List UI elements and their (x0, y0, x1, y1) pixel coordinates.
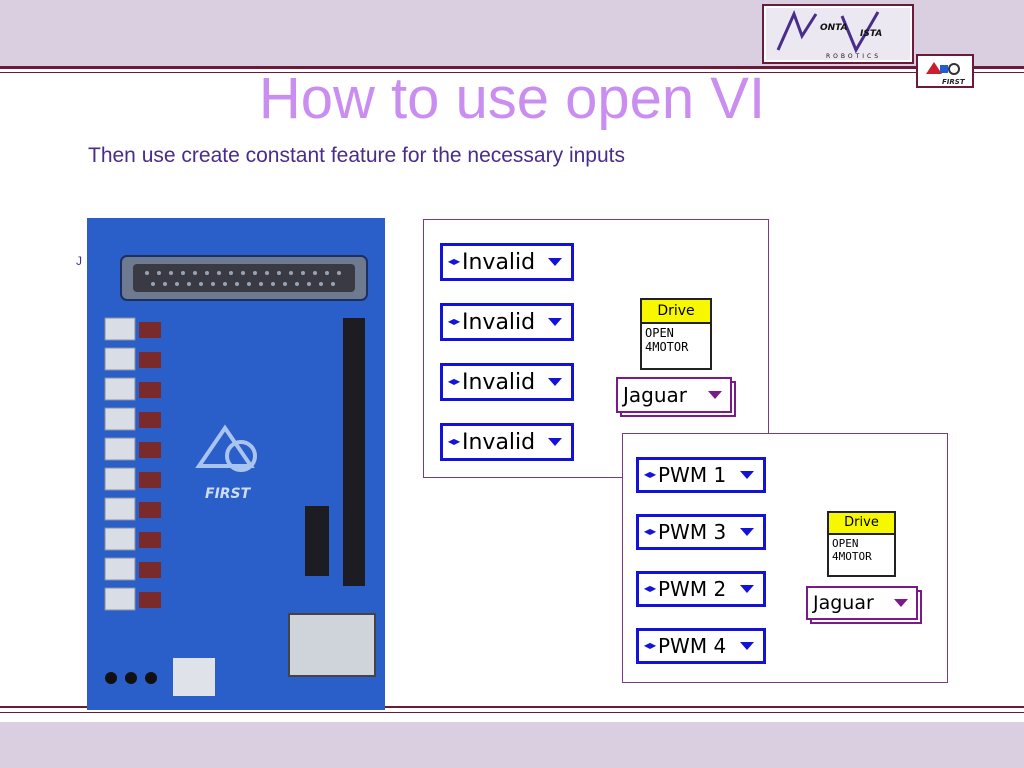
motor-input-constant-3[interactable]: ◀▶ Invalid (440, 363, 574, 401)
motor-input-constant-1[interactable]: ◀▶ Invalid (440, 243, 574, 281)
board-fragment-text: J (76, 254, 82, 268)
vi-label-line1: OPEN (832, 537, 859, 550)
dropdown-arrow-icon[interactable] (740, 585, 754, 593)
svg-text:ISTA: ISTA (860, 29, 882, 39)
increment-decrement-icon[interactable]: ◀▶ (643, 641, 657, 650)
pwm-channel-constant-3[interactable]: ◀▶ PWM 2 (636, 571, 766, 607)
vi-label-line2: 4MOTOR (645, 340, 689, 355)
svg-text:FIRST: FIRST (942, 78, 966, 86)
dropdown-arrow-icon[interactable] (548, 438, 562, 446)
vi-header: Drive (642, 300, 710, 324)
motor-input-constant-2[interactable]: ◀▶ Invalid (440, 303, 574, 341)
motor-type-selector[interactable]: Jaguar (616, 377, 736, 417)
dropdown-arrow-icon[interactable] (708, 391, 722, 399)
increment-decrement-icon[interactable]: ◀▶ (447, 317, 461, 326)
header-rule (0, 66, 1024, 69)
pwm-channel-constant-4[interactable]: ◀▶ PWM 4 (636, 628, 766, 664)
increment-decrement-icon[interactable]: ◀▶ (447, 257, 461, 266)
slide-subtitle: Then use create constant feature for the… (88, 144, 625, 167)
header-rule-thin (0, 72, 1024, 73)
digital-sidecar-board-image: FIRST (87, 218, 385, 710)
drive-open-4motor-vi[interactable]: Drive OPEN 4MOTOR (827, 511, 896, 577)
monta-vista-robotics-logo: ONTA ISTA ROBOTICS (762, 4, 914, 64)
footer-rule (0, 706, 1024, 708)
footer-rule-thin (0, 712, 1024, 713)
svg-text:ROBOTICS: ROBOTICS (826, 53, 881, 60)
vi-header: Drive (829, 513, 894, 535)
increment-decrement-icon[interactable]: ◀▶ (643, 584, 657, 593)
board-first-mark: FIRST (205, 486, 252, 502)
increment-decrement-icon[interactable]: ◀▶ (643, 470, 657, 479)
increment-decrement-icon[interactable]: ◀▶ (643, 527, 657, 536)
slide-title: How to use open VI (258, 66, 766, 131)
first-logo: FIRST (916, 54, 974, 88)
drive-open-4motor-vi[interactable]: Drive OPEN 4MOTOR (640, 298, 712, 370)
dropdown-arrow-icon[interactable] (740, 642, 754, 650)
dropdown-arrow-icon[interactable] (894, 599, 908, 607)
dropdown-arrow-icon[interactable] (548, 318, 562, 326)
dropdown-arrow-icon[interactable] (548, 378, 562, 386)
increment-decrement-icon[interactable]: ◀▶ (447, 377, 461, 386)
footer-band (0, 722, 1024, 768)
pwm-channel-constant-1[interactable]: ◀▶ PWM 1 (636, 457, 766, 493)
dropdown-arrow-icon[interactable] (740, 471, 754, 479)
motor-type-selector[interactable]: Jaguar (806, 586, 922, 624)
dropdown-arrow-icon[interactable] (548, 258, 562, 266)
increment-decrement-icon[interactable]: ◀▶ (447, 437, 461, 446)
vi-label-line1: OPEN (645, 326, 674, 340)
dropdown-arrow-icon[interactable] (740, 528, 754, 536)
motor-input-constant-4[interactable]: ◀▶ Invalid (440, 423, 574, 461)
vi-label-line2: 4MOTOR (832, 550, 872, 564)
pwm-channel-constant-2[interactable]: ◀▶ PWM 3 (636, 514, 766, 550)
svg-text:ONTA: ONTA (820, 23, 848, 33)
